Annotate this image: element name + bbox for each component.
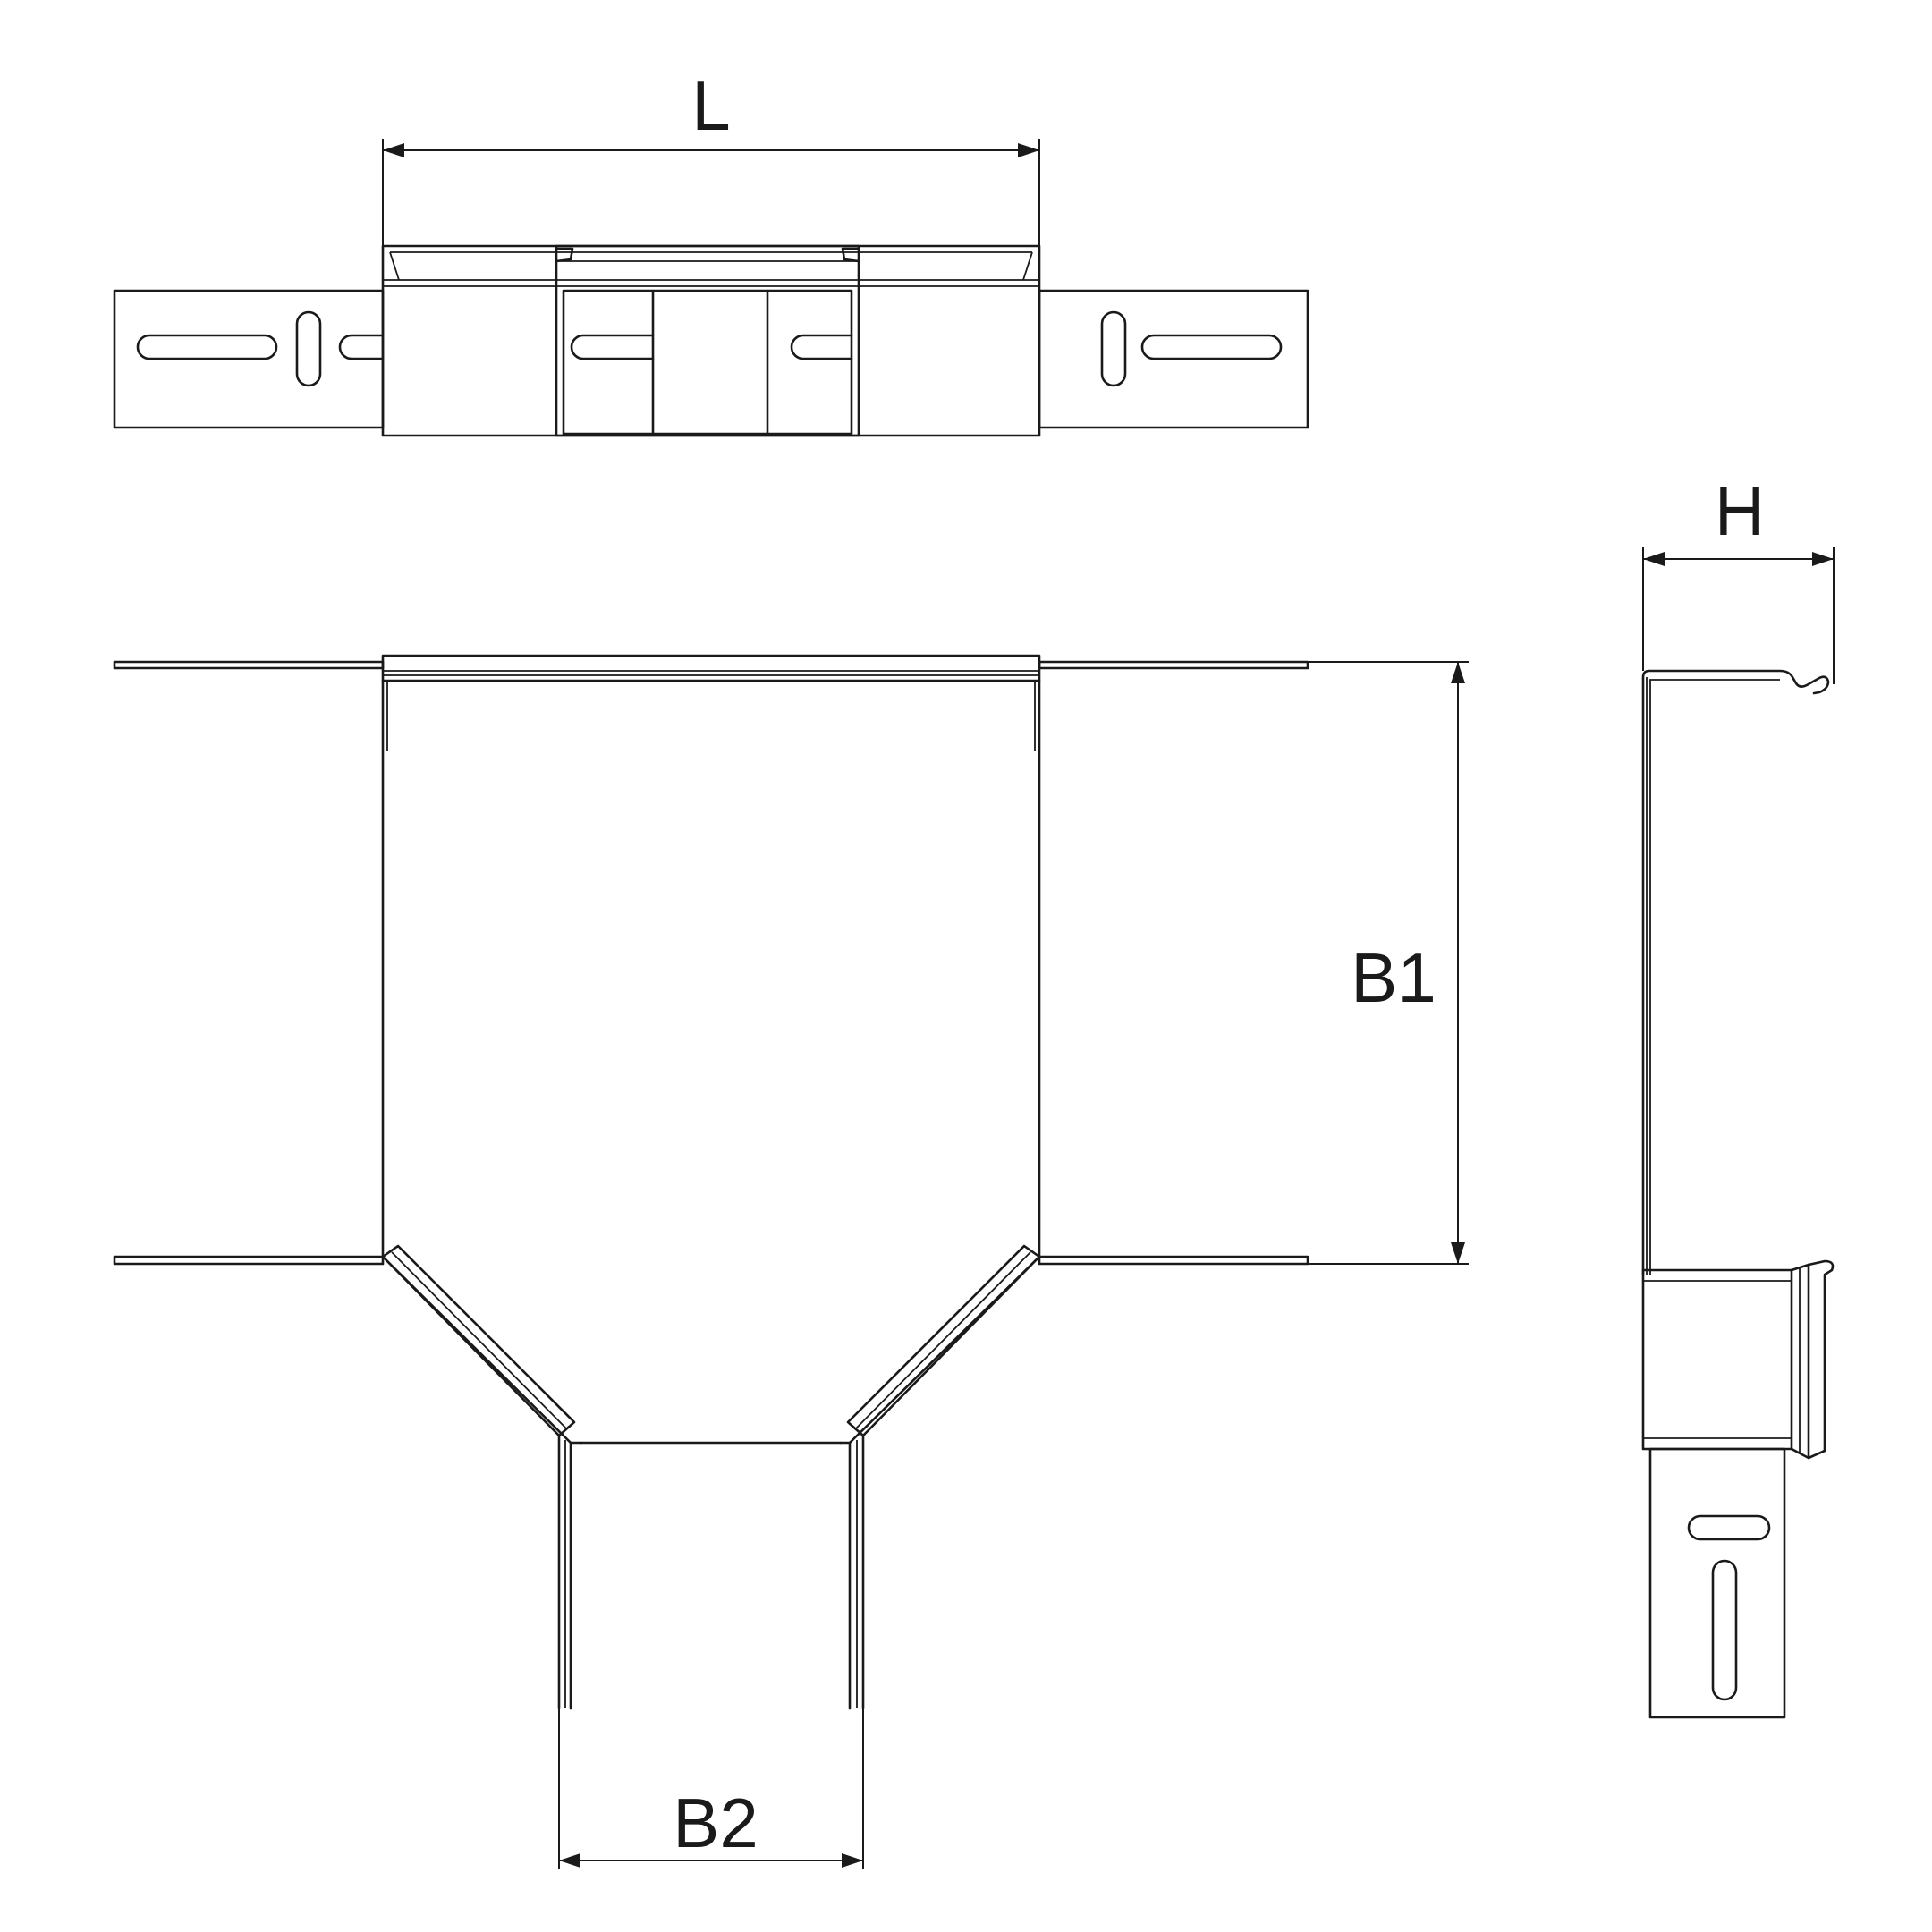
plan-top-left-flange bbox=[113, 660, 385, 670]
dimension-line-width-main bbox=[1308, 661, 1469, 1265]
front-right-connector-plate bbox=[1038, 289, 1309, 429]
plan-branch-walls bbox=[557, 1434, 865, 1710]
side-mounting-plate bbox=[1648, 1447, 1786, 1719]
plan-right-angled-flange bbox=[846, 1244, 1041, 1437]
side-view: H bbox=[1641, 471, 1835, 1719]
plan-left-angled-flange bbox=[381, 1244, 576, 1437]
dimension-line-length bbox=[382, 139, 1040, 246]
dimension-line-height bbox=[1642, 547, 1835, 684]
front-left-connector-plate bbox=[113, 289, 385, 429]
dimension-label-height: H bbox=[1715, 471, 1765, 550]
front-fitting-body bbox=[381, 244, 1041, 437]
plan-bottom-right-flange bbox=[1038, 1255, 1309, 1266]
side-connector-box bbox=[1641, 1259, 1835, 1460]
plan-view: B1 B2 bbox=[113, 654, 1469, 1869]
dimension-line-width-branch bbox=[558, 1708, 864, 1869]
plan-bottom-left-flange bbox=[113, 1255, 385, 1266]
plan-body-outline bbox=[381, 679, 1041, 1710]
side-wall-profile bbox=[1641, 669, 1830, 1276]
dimension-label-width-branch: B2 bbox=[673, 1784, 758, 1862]
plan-top-right-flange bbox=[1038, 660, 1309, 670]
dimension-label-width-main: B1 bbox=[1351, 938, 1436, 1017]
front-view: L bbox=[113, 66, 1309, 437]
dimension-label-length: L bbox=[691, 66, 730, 145]
plan-top-rim bbox=[381, 654, 1041, 682]
